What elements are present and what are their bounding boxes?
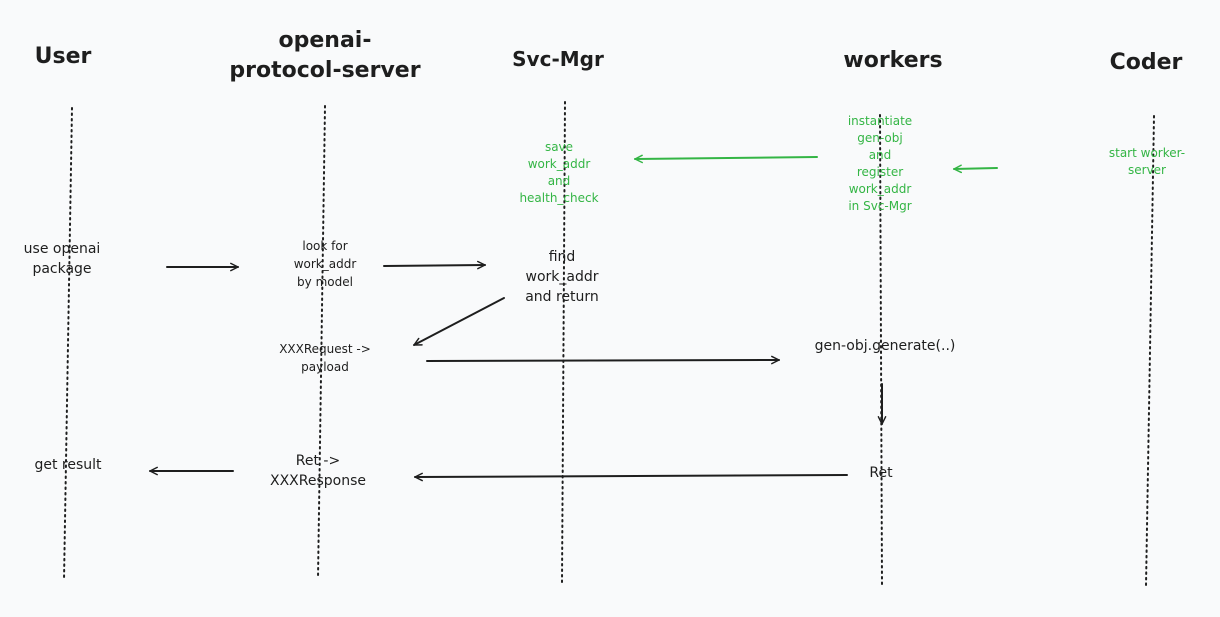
lifeline-coder [1145,115,1155,587]
note-ret-worker: Ret [869,465,893,481]
lane-header-server: openai- protocol-server [229,28,421,83]
note-generate: gen-obj.generate(..) [814,338,956,354]
note-look-for-addr: look for work_addr by model [293,239,357,289]
note-start-worker: start worker- server [1108,146,1186,177]
lane-header-coder: Coder [1109,50,1183,75]
note-instantiate-register: instantiate gen-obj and register work_ad… [847,114,913,213]
note-use-openai: use openai package [23,241,101,277]
note-find-addr: find work_addr and return [525,249,599,305]
lifeline-server [317,105,326,579]
lane-header-user: User [34,44,92,69]
arrow-svcmgr-to-server [413,297,505,346]
note-save-addr: save work_addr and health_check [519,140,599,205]
note-xxx-request: XXXRequest -> payload [279,342,371,374]
arrow-server-to-svcmgr [383,260,486,270]
arrow-server-to-workers [426,355,780,365]
note-get-result: get result [34,457,102,473]
lane-header-svcmgr: Svc-Mgr [512,47,604,71]
lane-header-workers: workers [843,48,943,73]
note-ret-response: Ret -> XXXResponse [269,453,366,489]
lifeline-user [63,107,73,581]
arrow-coder-to-workers [953,164,998,174]
arrow-workers-to-svcmgr [634,154,818,164]
arrow-workers-to-server [414,472,848,482]
lifeline-workers [879,114,883,585]
